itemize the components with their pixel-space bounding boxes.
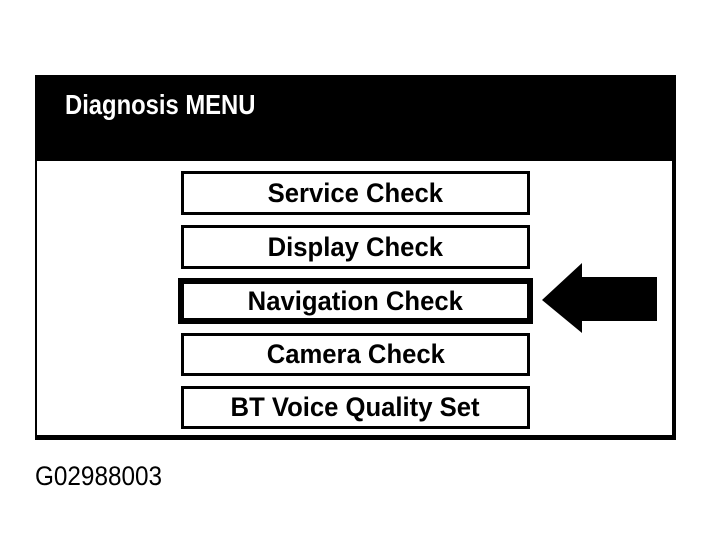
menu-button-label: Display Check [267, 231, 444, 262]
menu-button-camera-check[interactable]: Camera Check [181, 333, 530, 376]
screen-header: Diagnosis MENU [37, 75, 672, 161]
figure-id-caption: G02988003 [35, 461, 163, 491]
menu-button-bt-voice-quality-set[interactable]: BT Voice Quality Set [181, 386, 530, 429]
menu-button-label: Service Check [267, 177, 444, 208]
menu-button-label: Camera Check [266, 339, 445, 369]
menu-button-navigation-check[interactable]: Navigation Check [178, 278, 533, 324]
diagnosis-menu-screen: Diagnosis MENU [35, 75, 676, 440]
menu-button-service-check[interactable]: Service Check [181, 171, 530, 215]
menu-button-label: Navigation Check [247, 285, 464, 316]
page-title: Diagnosis MENU [65, 89, 256, 120]
menu-button-display-check[interactable]: Display Check [181, 225, 530, 269]
menu-button-label: BT Voice Quality Set [231, 392, 480, 422]
